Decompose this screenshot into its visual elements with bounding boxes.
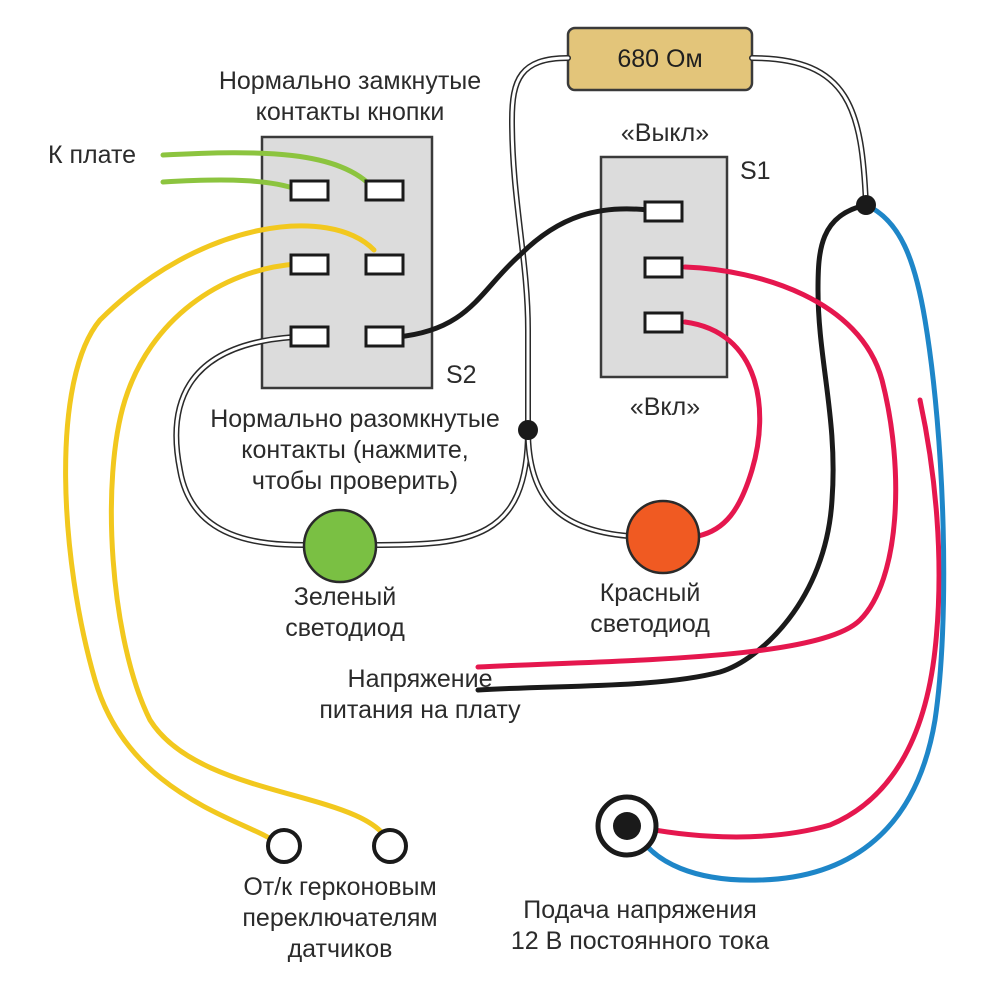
s2-terminal bbox=[364, 325, 405, 348]
red-led-line: Красный bbox=[599, 579, 701, 607]
yellow-wire-inner bbox=[108, 261, 393, 848]
red-wire-s1-to-red-led bbox=[682, 319, 763, 539]
reed-switches-label: От/к герконовым переключателям датчиков bbox=[225, 872, 455, 965]
junction-dot-right bbox=[856, 195, 876, 215]
nc-contacts-line: контакты кнопки bbox=[255, 98, 445, 126]
board-power-line: Напряжение bbox=[347, 665, 493, 693]
supply-label: Подача напряжения 12 В постоянного тока bbox=[490, 895, 790, 957]
s2-terminal bbox=[364, 179, 405, 202]
green-wires bbox=[160, 150, 377, 192]
black-wire-s2-to-s1 bbox=[394, 206, 651, 340]
white-wires bbox=[173, 55, 869, 548]
reed-switches-line: датчиков bbox=[287, 935, 393, 963]
on-label: «Вкл» bbox=[629, 393, 701, 421]
reed-terminal-right bbox=[372, 828, 408, 864]
no-contacts-line: контакты (нажмите, bbox=[241, 436, 469, 464]
no-contacts-line: чтобы проверить) bbox=[251, 467, 459, 495]
yellow-wire-outer bbox=[63, 223, 377, 848]
blue-wire-supply bbox=[631, 202, 947, 883]
board-power-line: питания на плату bbox=[319, 696, 521, 724]
supply-line: 12 В постоянного тока bbox=[510, 927, 770, 955]
junction-dot-center bbox=[518, 420, 538, 440]
reed-switches-line: От/к герконовым bbox=[243, 873, 437, 901]
s1-terminal bbox=[643, 200, 684, 223]
s2-terminal bbox=[289, 253, 330, 276]
resistor-label: 680 Ом bbox=[617, 44, 703, 73]
s2-terminals bbox=[289, 179, 405, 348]
dc-jack-pin bbox=[613, 812, 641, 840]
green-led-line: Зеленый bbox=[293, 583, 397, 611]
green-led bbox=[302, 508, 378, 584]
s2-label: S2 bbox=[446, 361, 477, 389]
red-wire-s1-to-board bbox=[475, 264, 899, 670]
s1-terminal bbox=[643, 256, 684, 279]
to-board-label: К плате bbox=[48, 141, 137, 169]
s2-terminal bbox=[364, 253, 405, 276]
red-wire-supply-pos bbox=[631, 397, 942, 840]
reed-switches-line: переключателям bbox=[242, 904, 438, 932]
red-wires bbox=[475, 264, 942, 840]
green-led-label: Зеленый светодиод bbox=[270, 582, 420, 644]
red-led bbox=[625, 499, 701, 575]
red-led-line: светодиод bbox=[590, 610, 710, 638]
green-wire-top bbox=[160, 150, 377, 192]
off-label: «Выкл» bbox=[620, 119, 710, 147]
white-wire-red-led-to-node bbox=[525, 427, 631, 539]
green-wire-bottom bbox=[160, 177, 299, 192]
green-led-line: светодиод bbox=[285, 614, 405, 642]
s2-terminal bbox=[289, 325, 330, 348]
no-contacts-label: Нормально разомкнутые контакты (нажмите,… bbox=[200, 404, 510, 497]
board-power-label: Напряжение питания на плату bbox=[305, 664, 535, 726]
no-contacts-line: Нормально разомкнутые bbox=[210, 405, 500, 433]
supply-line: Подача напряжения bbox=[523, 896, 757, 924]
red-led-label: Красный светодиод bbox=[575, 578, 725, 640]
reed-terminal-left bbox=[266, 828, 302, 864]
black-wires bbox=[394, 202, 869, 693]
s1-terminal bbox=[643, 311, 684, 334]
nc-contacts-line: Нормально замкнутые bbox=[218, 67, 482, 95]
s1-terminals bbox=[643, 200, 684, 334]
s1-label: S1 bbox=[740, 157, 771, 185]
yellow-wires bbox=[63, 223, 393, 848]
s2-terminal bbox=[289, 179, 330, 202]
black-wire-supply-neg bbox=[475, 202, 869, 693]
nc-contacts-label: Нормально замкнутые контакты кнопки bbox=[200, 66, 500, 128]
